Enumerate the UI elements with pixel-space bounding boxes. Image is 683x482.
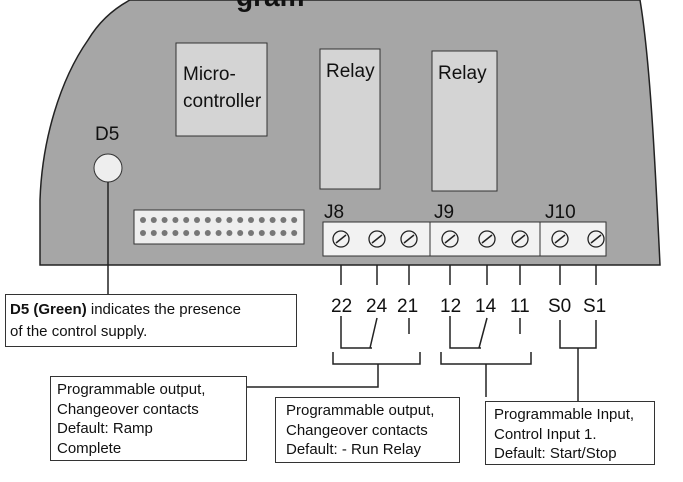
header-pin bbox=[280, 217, 287, 223]
header-pin bbox=[291, 217, 298, 223]
j8-callout-line1: Programmable output, bbox=[57, 381, 206, 398]
terminal-s0: S0 bbox=[548, 296, 571, 317]
terminal-22: 22 bbox=[331, 296, 352, 317]
j10-bracket bbox=[559, 320, 597, 349]
connector-j8-label: J8 bbox=[324, 202, 344, 223]
d5-callout-line2: of the control supply. bbox=[10, 323, 148, 340]
connector-j10-label: J10 bbox=[545, 202, 576, 223]
header-pin bbox=[194, 217, 200, 223]
j10-callout-line2: Control Input 1. bbox=[494, 425, 597, 443]
j8-leader bbox=[247, 364, 379, 388]
header-pin bbox=[226, 217, 233, 223]
header-pin bbox=[258, 217, 265, 223]
header-pin bbox=[291, 230, 298, 236]
header-pin bbox=[269, 217, 276, 223]
header-pin bbox=[183, 230, 190, 236]
j8-callout-line3: Default: Ramp bbox=[57, 420, 153, 437]
header-pin bbox=[269, 230, 276, 236]
j8-contact-arm bbox=[369, 317, 378, 349]
microcontroller-label-line2: controller bbox=[183, 91, 262, 112]
header-pin bbox=[183, 217, 190, 223]
header-pin bbox=[248, 217, 254, 223]
connector-j9-label: J9 bbox=[434, 202, 454, 223]
j8-callout: Programmable output, Changeover contacts… bbox=[50, 376, 247, 461]
pin-header-pins bbox=[140, 217, 298, 236]
j10-callout-line3: Default: Start/Stop bbox=[494, 445, 617, 462]
header-pin bbox=[248, 230, 254, 236]
terminal-screw bbox=[478, 230, 496, 248]
relay-2 bbox=[431, 50, 498, 192]
terminal-screws bbox=[332, 230, 605, 248]
d5-callout-bold: D5 (Green) bbox=[10, 301, 87, 318]
j8-bracket bbox=[332, 352, 421, 365]
terminal-21: 21 bbox=[397, 296, 418, 317]
j9-callout-line1: Programmable output, bbox=[286, 402, 435, 419]
header-pin bbox=[161, 217, 168, 223]
relay-1 bbox=[319, 48, 381, 190]
header-pin bbox=[215, 217, 222, 223]
j9-callout-line3: Default: - Run Relay bbox=[286, 441, 422, 458]
terminal-11: 11 bbox=[510, 296, 530, 317]
terminal-s1: S1 bbox=[583, 296, 606, 317]
header-pin bbox=[172, 230, 179, 236]
terminal-screw bbox=[332, 230, 350, 248]
microcontroller-chip bbox=[175, 42, 268, 137]
terminal-24: 24 bbox=[366, 296, 388, 317]
j8-callout-line4: Complete bbox=[57, 439, 122, 457]
led-d5 bbox=[93, 153, 123, 183]
terminal-screw bbox=[368, 230, 386, 248]
terminal-screw bbox=[551, 230, 569, 248]
terminal-screw bbox=[441, 230, 459, 248]
header-pin bbox=[161, 230, 168, 236]
terminal-screw bbox=[511, 230, 529, 248]
d5-callout: D5 (Green) indicates the presence of the… bbox=[5, 294, 297, 347]
header-pin bbox=[204, 230, 211, 236]
j10-callout: Programmable Input, Control Input 1. Def… bbox=[485, 401, 655, 465]
led-d5-label: D5 bbox=[95, 124, 119, 145]
title-fragment: gram bbox=[236, 0, 304, 12]
microcontroller-label-line1: Micro- bbox=[183, 64, 236, 85]
j9-callout: Programmable output, Changeover contacts… bbox=[275, 397, 460, 463]
terminal-14: 14 bbox=[475, 296, 497, 317]
d5-callout-text: indicates the presence bbox=[86, 301, 241, 318]
pin-header bbox=[133, 209, 305, 245]
header-pin bbox=[215, 230, 222, 236]
header-pin bbox=[226, 230, 233, 236]
header-pin bbox=[140, 217, 146, 223]
header-pin bbox=[194, 230, 200, 236]
header-pin bbox=[140, 230, 146, 236]
j9-contact-arm bbox=[478, 317, 488, 349]
j8-contact-left bbox=[340, 316, 372, 349]
j9-callout-line2: Changeover contacts bbox=[286, 421, 428, 439]
header-pin bbox=[237, 217, 244, 223]
terminal-screw bbox=[400, 230, 418, 248]
header-pin bbox=[172, 217, 179, 223]
relay-2-label: Relay bbox=[438, 63, 487, 84]
terminal-screw bbox=[587, 230, 605, 248]
header-pin bbox=[237, 230, 244, 236]
j10-callout-line1: Programmable Input, bbox=[494, 406, 635, 423]
header-pin bbox=[204, 217, 211, 223]
header-pin bbox=[150, 217, 157, 223]
j8-callout-line2: Changeover contacts bbox=[57, 400, 199, 418]
j9-bracket bbox=[440, 352, 532, 365]
header-pin bbox=[258, 230, 265, 236]
header-pin bbox=[150, 230, 157, 236]
terminal-12: 12 bbox=[440, 296, 461, 317]
header-pin bbox=[280, 230, 287, 236]
j9-contact-left bbox=[449, 316, 481, 349]
relay-1-label: Relay bbox=[326, 61, 375, 82]
